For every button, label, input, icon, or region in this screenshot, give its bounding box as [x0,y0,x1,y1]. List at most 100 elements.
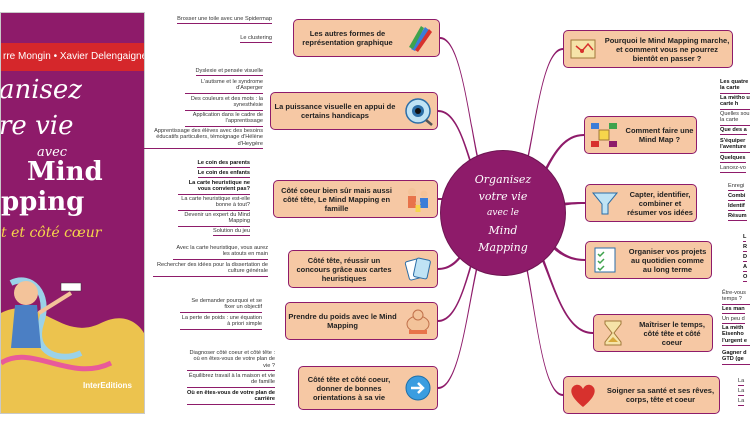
branch-label: Côté coeur bien sûr mais aussi côté tête… [281,185,392,213]
branch-node-puissance-visuelle[interactable]: La puissance visuelle en appui de certai… [270,92,438,130]
leaf-item[interactable]: La méth Eisenho l'urgent e [722,325,750,347]
central-topic-line: votre vie [478,189,528,203]
central-topic-line: avec le [487,207,519,218]
leaf-item[interactable]: La perte de poids : une équation à prior… [180,315,262,330]
leaf-item[interactable]: La carte heuristique est-elle bonne à to… [178,196,250,211]
leaf-item[interactable]: La carte heuristique ne vous convient pa… [178,180,250,195]
leaf-item[interactable]: Brosser une toile avec une Spidermap [177,16,272,25]
leaf-item[interactable]: Enregi [728,183,745,192]
branch-node-sante[interactable]: Soigner sa santé et ses rêves, corps, tê… [563,376,720,414]
branch-label: Pourquoi le Mind Mapping marche, et comm… [604,35,730,63]
branch-label: Maîtriser le temps, côté tête et côté co… [639,319,705,347]
leaf-item[interactable]: La [738,398,745,407]
book-authors: rre Mongin • Xavier Delengaigne [1,43,144,71]
book-illustration [1,277,144,413]
branch-node-autres-formes[interactable]: Les autres formes de représentation grap… [293,19,440,57]
leaf-item[interactable]: Le coin des enfants [197,170,250,179]
leaf-item[interactable]: Application dans le cadre de l'apprentis… [185,112,263,127]
leaf-item[interactable]: O [743,274,748,283]
leaf-item[interactable]: Les man [722,306,745,315]
leaf-item[interactable]: Combi [728,193,746,202]
branch-label: Prendre du poids avec le Mind Mapping [288,312,397,330]
book-subtitle: t et côté cœur [1,225,102,241]
leaf-item[interactable]: Quelques [720,155,746,164]
branch-node-maitriser-temps[interactable]: Maîtriser le temps, côté tête et côté co… [593,314,713,352]
branch-label: Côté tête et côté coeur, donner de bonne… [307,374,391,402]
leaf-item[interactable]: Être-vous temps ? [722,290,750,305]
book-publisher: InterEditions [83,381,132,390]
leaf-item[interactable]: La [738,388,745,397]
checklist-icon [594,247,616,273]
leaf-item[interactable]: Les quatre de la carte [720,79,750,94]
branch-node-pourquoi[interactable]: Pourquoi le Mind Mapping marche, et comm… [563,30,733,68]
book-title-line: Mind [27,157,103,187]
central-topic[interactable]: Organisez votre vie avec le Mind Mapping [441,151,565,275]
leaf-item[interactable]: Avec la carte heuristique, vous aurez le… [173,245,268,260]
branch-label: Comment faire une Mind Map ? [625,126,694,144]
map-icon [570,39,596,59]
book-cover: rre Mongin • Xavier Delengaigne anisez r… [0,12,145,414]
leaf-item[interactable]: S'équiper l'aventure [720,138,750,153]
pencils-icon [409,26,432,52]
mindmap-icon [591,123,617,147]
branch-label: Côté tête, réussir un concours grâce aux… [296,255,392,283]
branch-connector [438,208,503,389]
leaf-item[interactable]: La [738,378,745,387]
weight-icon [406,309,430,334]
branch-label: Organiser vos projets au quotidien comme… [628,246,707,274]
leaf-item[interactable]: Quelles sou de la carte [720,111,750,126]
leaf-item[interactable]: Dyslexie et pensée visuelle [195,68,263,77]
funnel-icon [591,192,619,215]
leaf-item[interactable]: Solution du jeu [212,228,250,237]
branch-connector [503,208,563,396]
arrow-right-icon [405,375,431,401]
leaf-item[interactable]: Identif [728,203,745,212]
branch-node-organiser[interactable]: Organiser vos projets au quotidien comme… [585,241,712,279]
book-title-line: avec [37,145,68,160]
eye-icon [405,98,433,126]
family-icon [408,188,428,212]
branch-connector [503,48,563,218]
branch-connector [503,208,593,334]
leaf-item[interactable]: Se demander pourquoi et se fixer un obje… [180,298,262,313]
leaf-item[interactable]: Résum [728,213,747,222]
leaf-item[interactable]: Rechercher des idées pour la dissertatio… [153,262,268,277]
leaf-item[interactable]: Équilibrez travail à la maison et vie de… [187,373,275,388]
branch-label: Capter, identifier, combiner et résumer … [627,189,693,217]
leaf-item[interactable]: L [743,234,747,243]
branch-node-capter[interactable]: Capter, identifier, combiner et résumer … [585,184,697,222]
leaf-item[interactable]: Des couleurs et des mots : la synesthési… [185,96,263,111]
leaf-item[interactable]: R [743,244,748,253]
branch-connector [440,37,503,218]
leaf-item[interactable]: Devenir un expert du Mind Mapping [178,212,250,227]
leaf-item[interactable]: Apprentissage des élèves avec des besoin… [143,128,263,150]
central-topic-line: Mind [488,223,518,237]
leaf-item[interactable]: Le coin des parents [197,160,250,169]
branch-label: La puissance visuelle en appui de certai… [274,102,396,120]
leaf-item[interactable]: Que des a [720,127,747,136]
leaf-item[interactable]: La métho une carte h [720,95,750,110]
branch-node-prendre-poids[interactable]: Prendre du poids avec le Mind Mapping [285,302,438,340]
leaf-item[interactable]: A [743,264,748,273]
leaf-item[interactable]: Où en êtes-vous de votre plan de carrièr… [187,390,275,405]
leaf-item[interactable]: Un peu d [722,316,745,325]
central-topic-line: Organisez [474,172,532,186]
leaf-item[interactable]: Lancez-vo [720,165,746,174]
central-topic-line: Mapping [478,240,528,254]
book-title-line: pping [1,187,85,217]
branch-node-cote-coeur-famille[interactable]: Côté coeur bien sûr mais aussi côté tête… [273,180,438,218]
leaf-item[interactable]: Le clustering [240,35,272,44]
branch-node-concours[interactable]: Côté tête, réussir un concours grâce aux… [288,250,438,288]
branch-label: Soigner sa santé et ses rêves, corps, tê… [606,386,715,404]
leaf-item[interactable]: L'autisme et le syndrome d'Asperger [185,79,263,94]
leaf-item[interactable]: D [743,254,748,263]
leaf-item[interactable]: Gagner d GTD (ge [722,350,750,365]
heart-icon [571,384,595,407]
branch-label: Les autres formes de représentation grap… [302,29,393,47]
leaf-item[interactable]: Diagnoser côté coeur et côté tête : où e… [187,350,275,372]
branch-node-orientations[interactable]: Côté tête et côté coeur, donner de bonne… [298,366,438,410]
branch-node-comment-faire[interactable]: Comment faire une Mind Map ? [584,116,697,154]
cards-icon [404,257,431,281]
hourglass-icon [604,320,622,346]
